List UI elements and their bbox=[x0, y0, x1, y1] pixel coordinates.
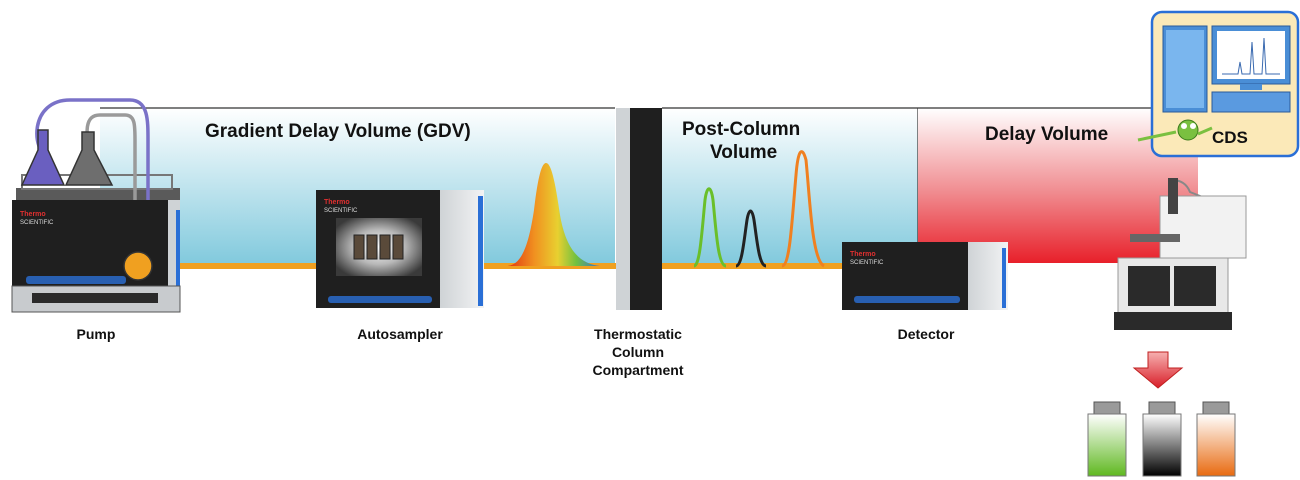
pump-label: Pump bbox=[77, 326, 116, 342]
chromatogram-icon bbox=[1222, 37, 1280, 75]
fraction-vial-orange bbox=[1196, 401, 1236, 477]
delay-volume-label: Delay Volume bbox=[985, 124, 1108, 145]
pump-outlet-valve bbox=[123, 251, 153, 281]
tcc-label-line2: Column bbox=[612, 344, 664, 360]
mascot-icon bbox=[1177, 119, 1199, 141]
pump: Thermo SCIENTIFIC bbox=[11, 98, 181, 313]
tcc-label-line1: Thermostatic bbox=[594, 326, 682, 342]
autosampler-label: Autosampler bbox=[357, 326, 443, 342]
pump-brand-sub: SCIENTIFIC bbox=[20, 220, 54, 226]
peak-orange bbox=[781, 150, 826, 268]
solvent-flask-purple-icon bbox=[20, 129, 66, 186]
peak-green bbox=[693, 187, 727, 268]
post-column-label-line2: Volume bbox=[710, 142, 777, 163]
gdv-label: Gradient Delay Volume (GDV) bbox=[205, 121, 471, 142]
post-column-label-line1: Post-Column bbox=[682, 119, 800, 140]
detector: Thermo SCIENTIFIC bbox=[842, 242, 1008, 310]
fraction-vial-black bbox=[1142, 401, 1182, 477]
down-arrow-icon bbox=[1132, 351, 1184, 389]
detector-brand: Thermo bbox=[850, 251, 876, 258]
solvent-flask-grey-icon bbox=[64, 131, 114, 186]
detector-brand-sub: SCIENTIFIC bbox=[850, 260, 884, 266]
tcc-label-line3: Compartment bbox=[592, 362, 683, 378]
fraction-vial-green bbox=[1087, 401, 1127, 477]
autosampler-brand: Thermo bbox=[324, 199, 350, 206]
cds-computer: CDS bbox=[1137, 10, 1300, 158]
peak-black bbox=[735, 209, 767, 268]
column-compartment bbox=[616, 108, 662, 310]
fraction-collector bbox=[1114, 178, 1247, 330]
pump-brand: Thermo bbox=[20, 211, 46, 218]
detector-label: Detector bbox=[898, 326, 955, 342]
autosampler-brand-sub: SCIENTIFIC bbox=[324, 208, 358, 214]
autosampler: Thermo SCIENTIFIC bbox=[316, 190, 484, 308]
gradient-peak bbox=[506, 163, 600, 266]
cds-label: CDS bbox=[1212, 128, 1248, 147]
